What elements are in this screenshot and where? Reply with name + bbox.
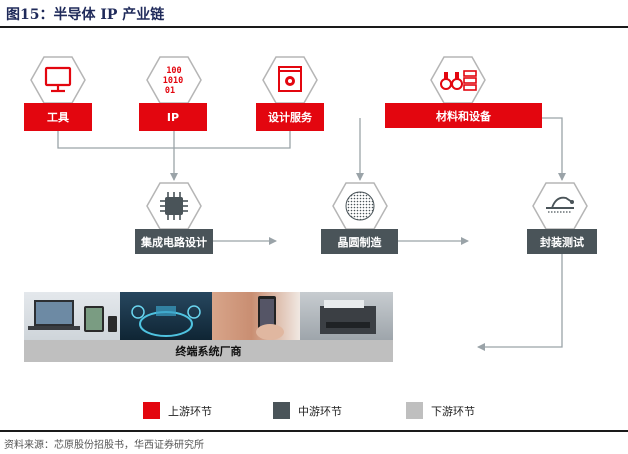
top-rule xyxy=(0,26,628,28)
ip-bits-line-1: 100 xyxy=(166,66,181,76)
design-service-node: 设计服务 xyxy=(256,103,324,131)
printer-photo xyxy=(300,292,393,340)
arrow-packaging-to-end-user xyxy=(477,254,563,351)
ip-node: IP xyxy=(139,103,207,131)
legend-swatch-upstream xyxy=(143,402,160,419)
materials-node: 材料和设备 xyxy=(385,103,542,128)
tools-node: 工具 xyxy=(24,103,92,131)
arrow-materials-to-packaging xyxy=(542,117,566,181)
binary-code-icon: 100 1010 01 xyxy=(146,56,202,104)
legend-label-downstream: 下游环节 xyxy=(431,405,475,418)
car-interior-photo xyxy=(120,292,212,340)
monitor-icon xyxy=(30,56,86,104)
figure-title: 图15：半导体 IP 产业链 xyxy=(6,7,165,23)
wafer-node: 晶圆制造 xyxy=(321,229,398,254)
ic-design-node: 集成电路设计 xyxy=(135,229,213,254)
packaging-node: 封装测试 xyxy=(527,229,597,254)
wafer-icon xyxy=(332,182,388,230)
legend-swatch-midstream xyxy=(273,402,290,419)
devices-photo xyxy=(24,292,120,340)
source-note: 资料来源：芯原股份招股书，华西证券研究所 xyxy=(4,440,204,451)
ip-bits-line-3: 01 xyxy=(165,86,175,96)
legend-label-midstream: 中游环节 xyxy=(298,405,342,418)
legend-swatch-downstream xyxy=(406,402,423,419)
end-user-node: 终端系统厂商 xyxy=(24,340,393,362)
ip-bits-line-2: 1010 xyxy=(163,76,183,86)
chip-icon xyxy=(146,182,202,230)
bottom-rule xyxy=(0,430,628,432)
legend-label-upstream: 上游环节 xyxy=(168,405,212,418)
probe-test-icon xyxy=(532,182,588,230)
binoculars-server-icon xyxy=(430,56,486,104)
smartphone-photo xyxy=(212,292,300,340)
settings-window-icon xyxy=(262,56,318,104)
